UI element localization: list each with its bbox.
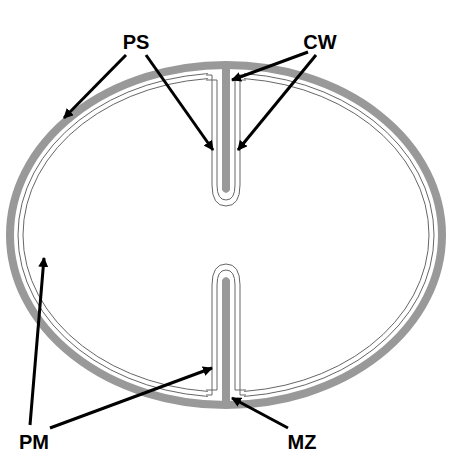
part-label: PS <box>123 32 150 52</box>
septum-bottom <box>206 258 246 408</box>
part-label: CW <box>303 32 336 52</box>
part-label: MZ <box>288 432 317 452</box>
leader-lines <box>30 52 316 428</box>
part-label: PM <box>19 432 49 452</box>
septum-top <box>206 62 246 212</box>
